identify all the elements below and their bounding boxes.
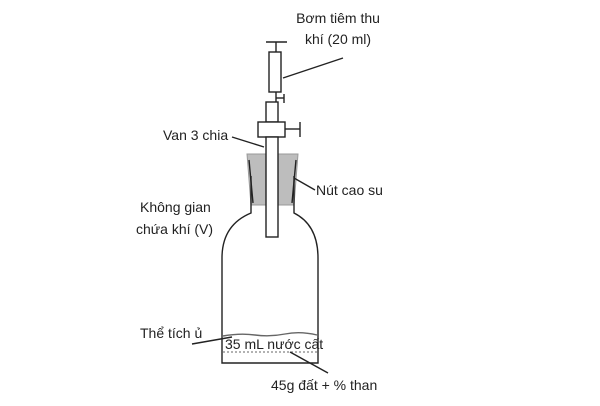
tube — [265, 136, 279, 238]
syringe — [266, 41, 287, 103]
incubation-volume-label: Thể tích ủ — [140, 325, 202, 341]
valve-label: Van 3 chia — [163, 127, 228, 143]
headspace-label-line1: Không gian — [140, 199, 211, 215]
syringe-label-line1: Bơm tiêm thu — [296, 10, 380, 26]
water-surface — [222, 332, 318, 337]
stopper-label: Nút cao su — [316, 182, 383, 198]
three-way-valve — [257, 101, 301, 138]
syringe-label-line2: khí (20 ml) — [305, 31, 371, 47]
bottle — [221, 176, 319, 364]
headspace-label-line2: chứa khí (V) — [136, 221, 213, 237]
water-label: 35 mL nước cất — [225, 336, 323, 352]
soil-label: 45g đất + % than — [271, 377, 377, 393]
